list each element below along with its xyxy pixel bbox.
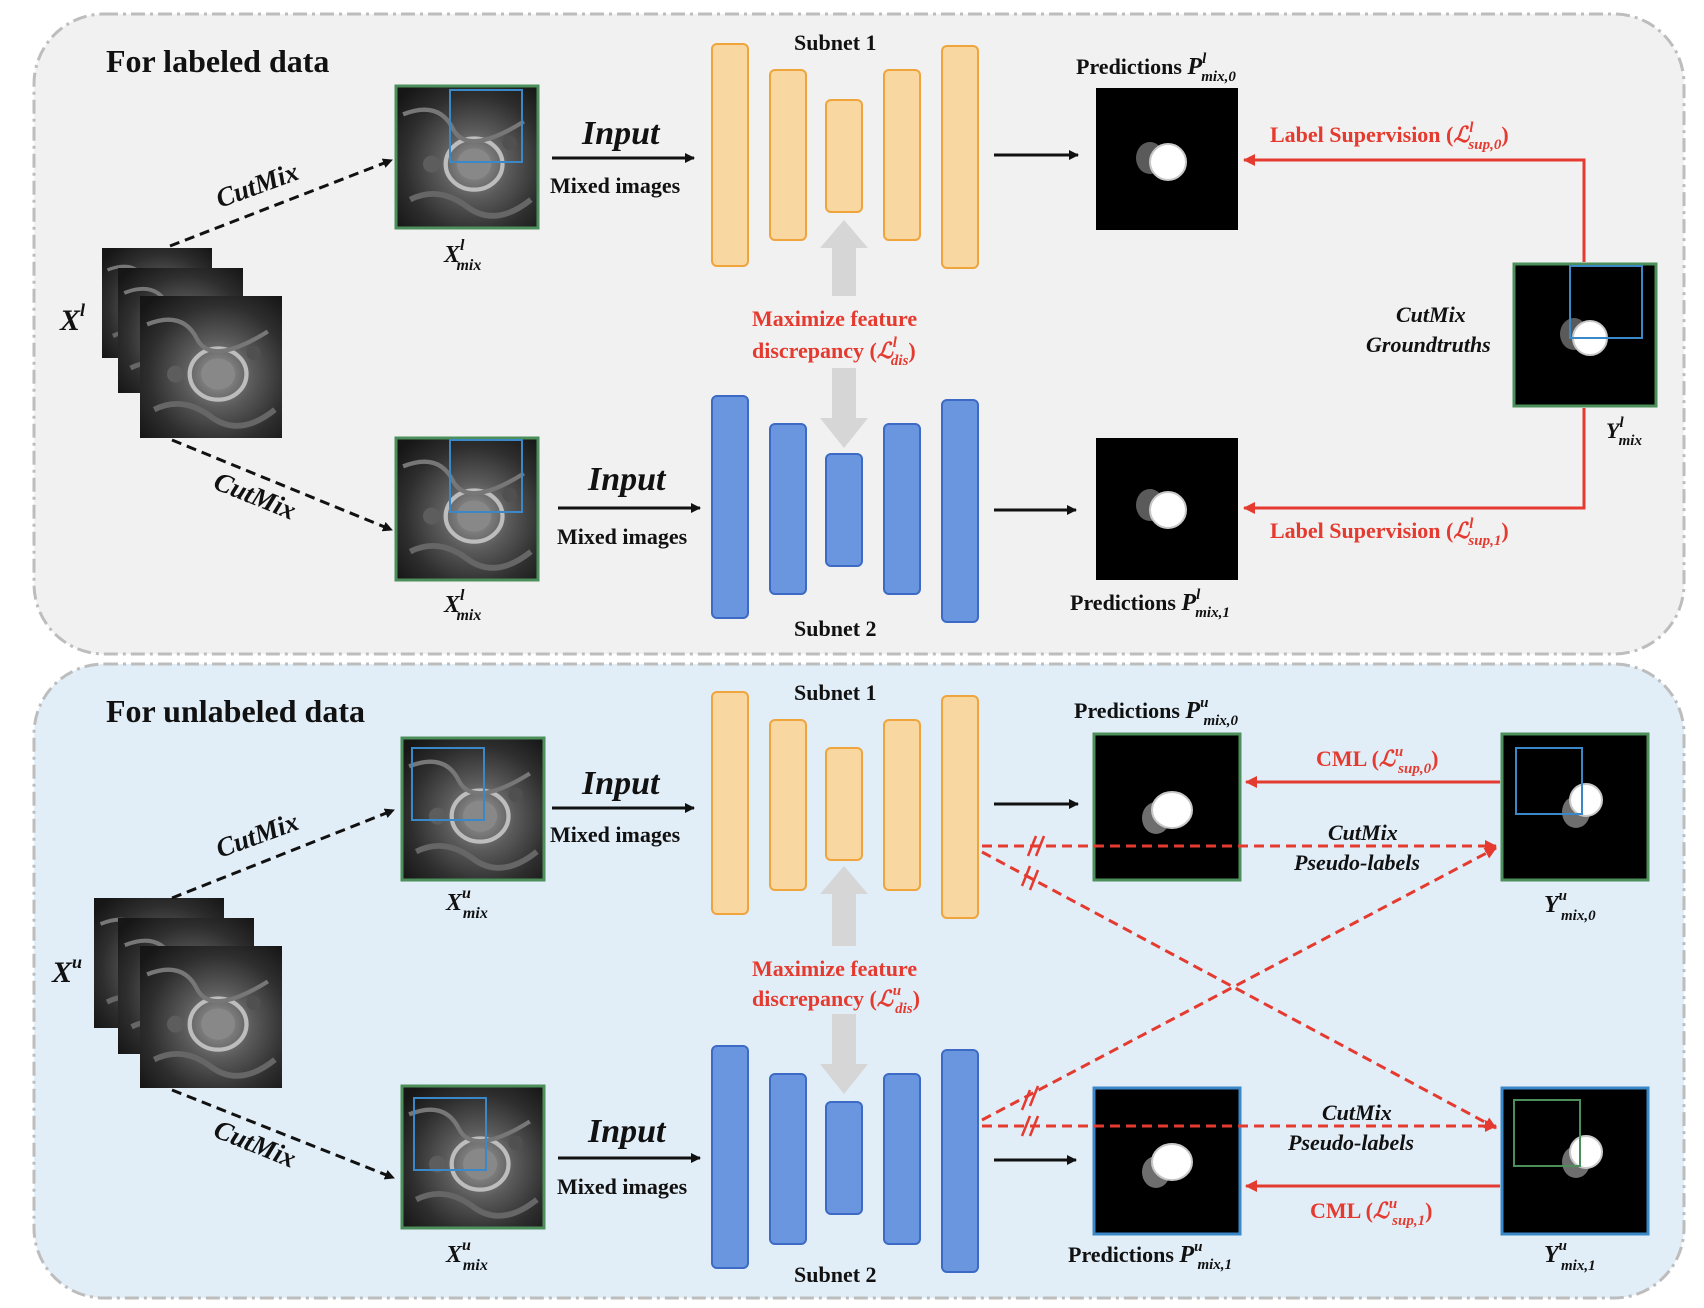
unlabeled-input-symbol: Xu <box>51 952 82 989</box>
labeled-input-label-bottom: Input <box>587 461 667 498</box>
labeled-cutmix-arrow-bottom <box>171 438 393 532</box>
labeled-supervision-arrow-top <box>1243 154 1586 262</box>
stop-gradient-marks <box>1020 835 1046 1137</box>
unlabeled-subnet2-title: Subnet 2 <box>794 1262 877 1287</box>
unlabeled-pseudo-label-top <box>1500 732 1650 882</box>
labeled-subnet1-title: Subnet 1 <box>794 30 877 55</box>
labeled-subnet2 <box>711 395 979 623</box>
labeled-discrepancy-arrow <box>820 220 868 448</box>
unlabeled-pseudo-top-line2: Pseudo-labels <box>1293 850 1420 875</box>
unlabeled-maximize-line1: Maximize feature <box>752 956 917 981</box>
labeled-prediction-top <box>1096 88 1238 230</box>
unlabeled-input-label-top: Input <box>581 765 661 802</box>
unlabeled-prediction-bottom <box>1092 1086 1242 1236</box>
labeled-title: For labeled data <box>106 43 329 79</box>
unlabeled-mixed-label-bottom: Mixed images <box>557 1174 688 1199</box>
labeled-gt-line2: Groundtruths <box>1366 332 1491 357</box>
labeled-mixed-image-bottom <box>396 438 538 580</box>
labeled-groundtruth-image <box>1512 262 1658 408</box>
unlabeled-subnet1 <box>711 691 979 919</box>
unlabeled-cutmix-arrow-top <box>171 808 395 900</box>
unlabeled-cutmix-arrow-bottom <box>171 1088 395 1180</box>
labeled-mixed-label-bottom: Mixed images <box>557 524 688 549</box>
unlabeled-subnet1-title: Subnet 1 <box>794 680 877 705</box>
unlabeled-pseudo-bottom-line1: CutMix <box>1322 1100 1392 1125</box>
unlabeled-subnet2 <box>711 1045 979 1273</box>
unlabeled-prediction-top <box>1092 732 1242 882</box>
unlabeled-mixed-label-top: Mixed images <box>550 822 681 847</box>
labeled-supervision-arrow-bottom <box>1243 408 1586 514</box>
labeled-input-label-top: Input <box>581 115 661 152</box>
unlabeled-mixed-image-bottom <box>402 1086 544 1228</box>
labeled-maximize-line1: Maximize feature <box>752 306 917 331</box>
unlabeled-mixed-image-top <box>402 738 544 880</box>
labeled-cutmix-arrow-top <box>169 158 393 248</box>
labeled-subnet1 <box>711 43 979 269</box>
labeled-subnet2-title: Subnet 2 <box>794 616 877 641</box>
labeled-gt-line1: CutMix <box>1396 302 1466 327</box>
labeled-input-symbol: Xl <box>59 300 85 337</box>
unlabeled-pseudo-label-bottom <box>1500 1086 1650 1236</box>
unlabeled-cross-arrow-down <box>981 850 1497 1130</box>
unlabeled-cross-arrow-up <box>981 846 1497 1122</box>
unlabeled-pseudo-bottom-line2: Pseudo-labels <box>1287 1130 1414 1155</box>
unlabeled-pseudo-top-line1: CutMix <box>1328 820 1398 845</box>
labeled-mixed-image-top <box>396 86 538 228</box>
unlabeled-input-label-bottom: Input <box>587 1113 667 1150</box>
unlabeled-title: For unlabeled data <box>106 693 365 729</box>
unlabeled-discrepancy-arrow <box>820 866 868 1094</box>
labeled-mixed-label-top: Mixed images <box>550 173 681 198</box>
labeled-prediction-bottom <box>1096 438 1238 580</box>
